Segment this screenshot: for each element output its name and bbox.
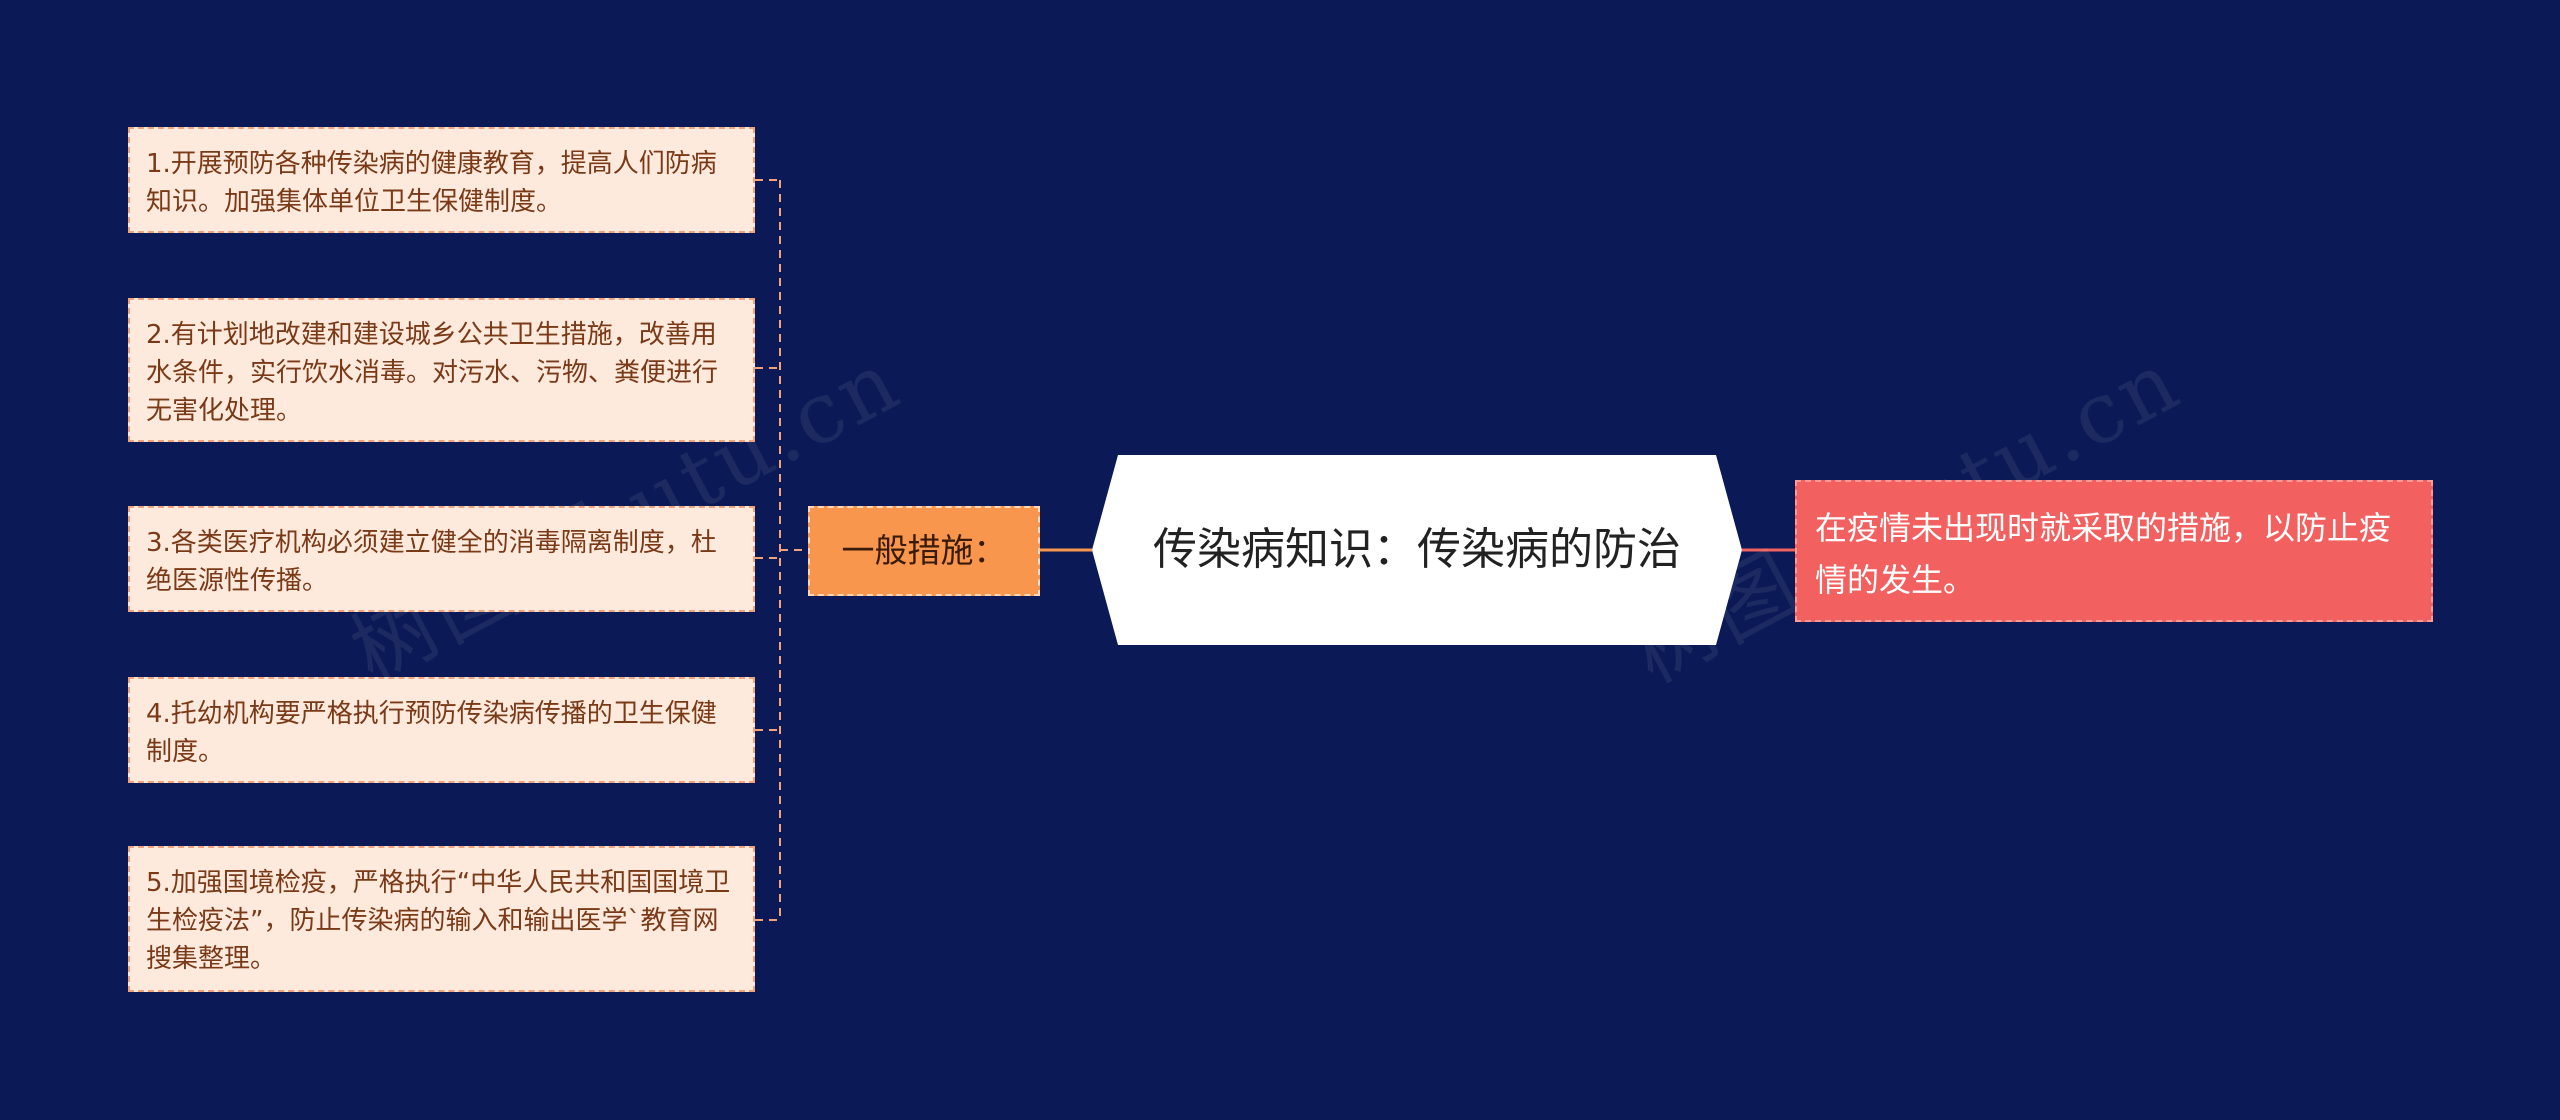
center-topic-node[interactable]: 传染病知识：传染病的防治 <box>1092 455 1742 645</box>
right-note-node[interactable]: 在疫情未出现时就采取的措施，以防止疫情的发生。 <box>1795 480 2433 622</box>
leaf-node-3[interactable]: 3.各类医疗机构必须建立健全的消毒隔离制度，杜绝医源性传播。 <box>128 506 755 612</box>
center-topic-title: 传染病知识：传染病的防治 <box>1153 524 1681 575</box>
leaf-node-2[interactable]: 2.有计划地改建和建设城乡公共卫生措施，改善用水条件，实行饮水消毒。对污水、污物… <box>128 298 755 442</box>
leaf-node-4[interactable]: 4.托幼机构要严格执行预防传染病传播的卫生保健制度。 <box>128 677 755 783</box>
leaf-node-5[interactable]: 5.加强国境检疫，严格执行“中华人民共和国国境卫生检疫法”，防止传染病的输入和输… <box>128 846 755 992</box>
leaf-node-1[interactable]: 1.开展预防各种传染病的健康教育，提高人们防病知识。加强集体单位卫生保健制度。 <box>128 127 755 233</box>
branch-node-general-measures[interactable]: 一般措施： <box>808 506 1040 596</box>
